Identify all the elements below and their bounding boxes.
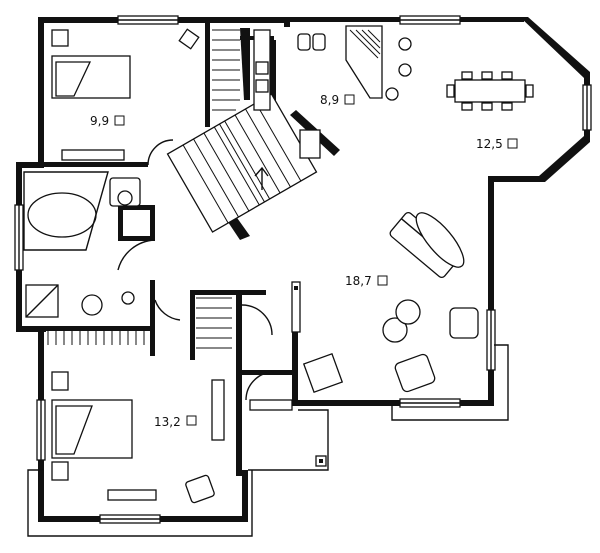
room-area-bedroom-upper: 9,9 [90, 114, 109, 128]
dining-room: 12,5 [446, 71, 534, 151]
bedroom-upper: 9,9 [51, 28, 200, 166]
armchair-icon [394, 353, 436, 393]
bench-icon [107, 489, 157, 501]
dresser-icon [211, 379, 225, 441]
nightstand-icon [51, 371, 69, 391]
nightstand-icon [51, 29, 69, 47]
staircase [166, 29, 318, 233]
nightstand-icon [51, 461, 69, 481]
room-area-living: 18,7 [345, 274, 372, 288]
sink-icon [81, 294, 103, 316]
chair-icon [185, 474, 215, 504]
room-area-bedroom-lower: 13,2 [154, 415, 181, 429]
dresser-icon [61, 149, 125, 161]
bedroom-lower: 13,2 [47, 297, 275, 504]
bathroom [23, 171, 181, 321]
room-area-kitchen: 8,9 [320, 93, 339, 107]
windows [14, 15, 592, 524]
living-room: 18,7 [291, 211, 479, 394]
bathtub-icon [27, 192, 97, 238]
fridge-icon [299, 129, 321, 159]
coffee-table-icon [415, 212, 465, 268]
room-area-dining: 12,5 [476, 137, 503, 151]
chair-icon [178, 28, 200, 50]
side-table-icon [382, 317, 408, 343]
entry [249, 399, 293, 411]
dining-table-icon [454, 79, 526, 103]
armchair-icon [449, 307, 479, 339]
kitchen: 8,9 [253, 25, 412, 159]
terraces [27, 344, 509, 537]
